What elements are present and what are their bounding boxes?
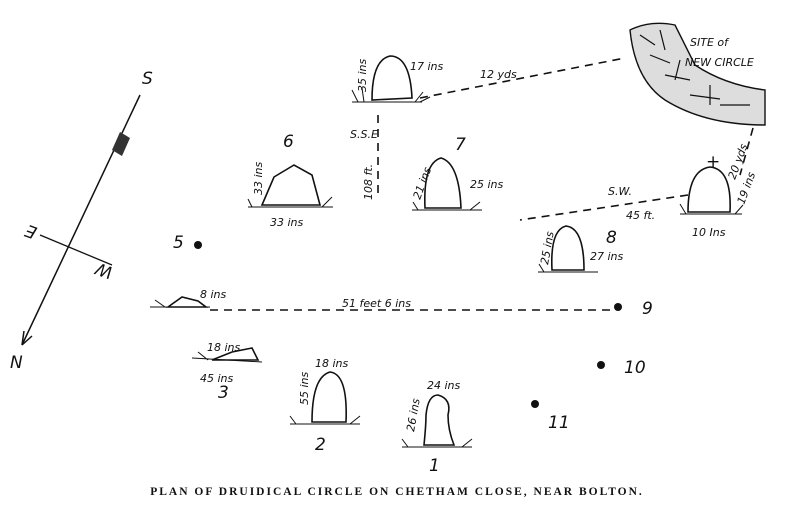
stone-8-number: 8	[606, 228, 617, 248]
stone-1-number: 1	[429, 456, 440, 476]
stone-outlier-top: 35 ins 17 ins	[351, 55, 444, 103]
stone-outlier-top-height: 35 ins	[356, 58, 369, 92]
stone-2-number: 2	[315, 435, 326, 455]
stone-5-marker	[194, 241, 202, 249]
site-new-circle: SITE of NEW CIRCLE	[629, 22, 766, 126]
stone-1-width: 24 ins	[427, 379, 461, 392]
stone-8-height: 25 ins	[538, 230, 557, 265]
cross-mark: +	[706, 152, 720, 172]
stone-8: 8 25 ins 27 ins	[538, 225, 624, 273]
site-label-2: NEW CIRCLE	[685, 56, 754, 69]
dist-sw: 45 ft.	[626, 209, 655, 222]
stone-3: 18 ins 45 ins 3	[191, 341, 263, 403]
stone-outlier-right: + 19 ins 10 Ins	[679, 152, 758, 239]
compass: S N E W	[10, 69, 153, 373]
stone-5-number: 5	[173, 233, 184, 253]
stone-outlier-right-width: 10 Ins	[692, 226, 726, 239]
dist-4-to-9: 51 feet 6 ins	[342, 297, 411, 310]
stone-9-number: 9	[642, 299, 653, 319]
stone-11-marker	[531, 400, 539, 408]
bearing-sw: S.W.	[608, 185, 632, 198]
stone-7: 7 21 ins 25 ins	[411, 135, 504, 211]
stone-1-height: 26 ins	[404, 397, 423, 432]
dist-to-site: 12 yds	[480, 68, 517, 81]
stone-2-width: 18 ins	[315, 357, 349, 370]
stone-8-width: 27 ins	[590, 250, 624, 263]
stone-10-number: 10	[624, 358, 646, 378]
stone-3-width: 18 ins	[207, 341, 241, 354]
stone-4-width: 8 ins	[200, 288, 227, 301]
line-to-site	[419, 57, 626, 99]
stone-4: 8 ins	[150, 288, 227, 308]
stone-6-width: 33 ins	[270, 216, 304, 229]
stone-10-marker	[597, 361, 605, 369]
compass-feather-icon	[112, 132, 130, 156]
stone-2-height: 55 ins	[298, 371, 311, 405]
stone-11-number: 11	[548, 413, 570, 433]
bearing-sse: S.S.E	[350, 128, 378, 141]
site-label-1: SITE of	[690, 36, 730, 49]
stone-2: 18 ins 55 ins 2	[289, 357, 361, 455]
stone-3-number: 3	[218, 383, 229, 403]
figure-caption: PLAN OF DRUIDICAL CIRCLE ON CHETHAM CLOS…	[150, 486, 644, 498]
compass-east: E	[23, 220, 40, 243]
compass-arrowhead-icon	[21, 330, 33, 346]
stone-6-height: 33 ins	[252, 161, 265, 195]
stone-7-width: 25 ins	[470, 178, 504, 191]
stone-6: 6 33 ins 33 ins	[247, 132, 333, 229]
dist-sse: 108 ft.	[362, 164, 375, 200]
stone-9-marker	[614, 303, 622, 311]
stone-6-number: 6	[283, 132, 294, 152]
stone-7-number: 7	[455, 135, 466, 155]
stone-1: 24 ins 26 ins 1	[401, 379, 473, 476]
compass-north: N	[10, 353, 23, 373]
compass-west: W	[92, 257, 116, 282]
line-sw	[519, 194, 689, 221]
compass-south: S	[142, 69, 153, 89]
stone-3-length: 45 ins	[200, 372, 234, 385]
stone-outlier-top-width: 17 ins	[410, 60, 444, 73]
